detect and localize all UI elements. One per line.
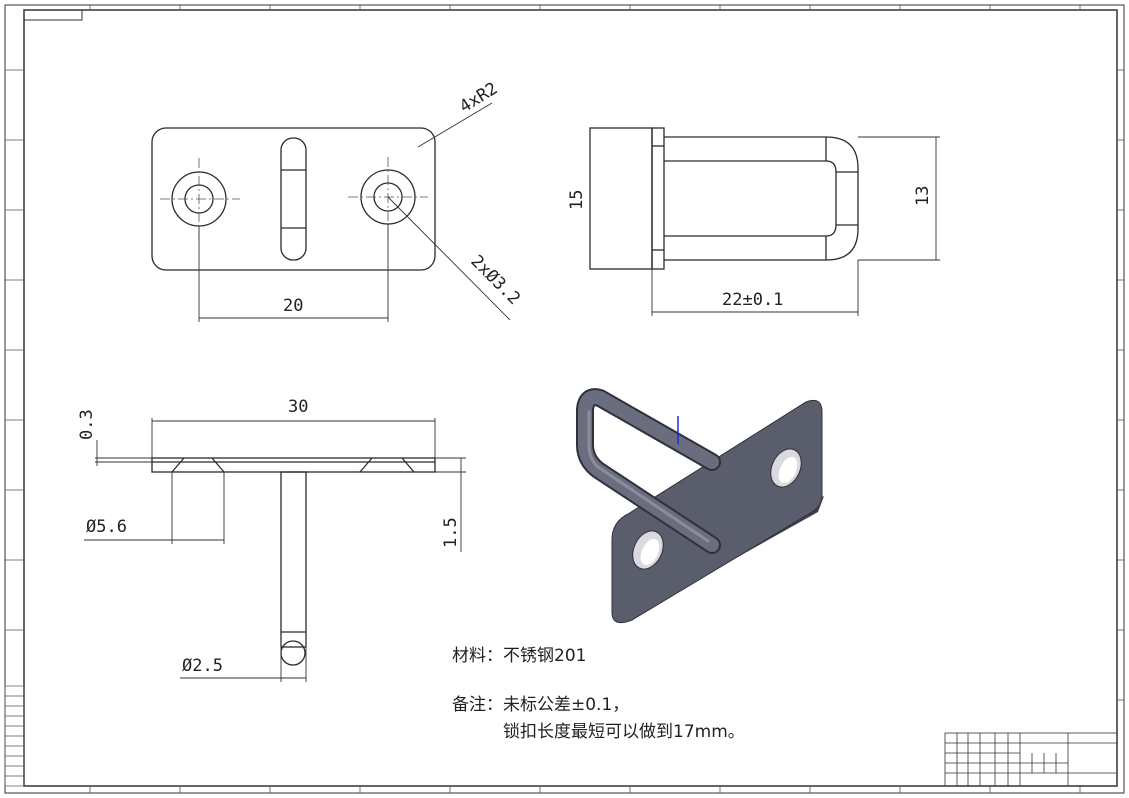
revision-strip [4,685,25,787]
loop-outline [664,136,859,261]
remark-line-2: 锁扣长度最短可以做到17mm。 [503,722,745,742]
dim-corner-radius: 4xR2 [456,79,501,118]
zone-ticks [5,5,1124,793]
front-view-dims [84,418,466,682]
dim-loop-width: 13 [913,186,933,206]
dim-loop-length: 22±0.1 [722,290,783,310]
remark-line-1: 备注：未标公差±0.1， [452,695,629,715]
top-view-dims [198,102,511,322]
isometric-view [576,388,824,624]
dim-hole-spacing: 20 [283,296,303,316]
front-view [151,457,436,666]
side-flange [651,127,665,270]
side-view [589,127,859,270]
front-rod [280,471,307,648]
iso-plate-top [611,399,823,624]
material-note: 材料：不锈钢201 [452,646,586,666]
slot [280,137,307,261]
side-plate [589,127,653,270]
side-view-dims [589,128,940,316]
title-block [944,732,1118,787]
dim-rod-diameter: Ø2.5 [182,656,223,676]
dim-side-height: 1.5 [441,517,461,548]
dim-plate-width: 15 [567,190,587,210]
dim-plate-thickness: 0.3 [77,409,97,440]
front-plate [151,457,436,473]
drawing-frame [4,4,1125,794]
dim-hole-diameter: 2xØ3.2 [466,251,524,309]
top-view [151,127,436,271]
dim-plate-length: 30 [288,397,308,417]
rod-end [280,640,306,666]
dim-countersink: Ø5.6 [86,517,127,537]
plate-outline [151,127,436,271]
